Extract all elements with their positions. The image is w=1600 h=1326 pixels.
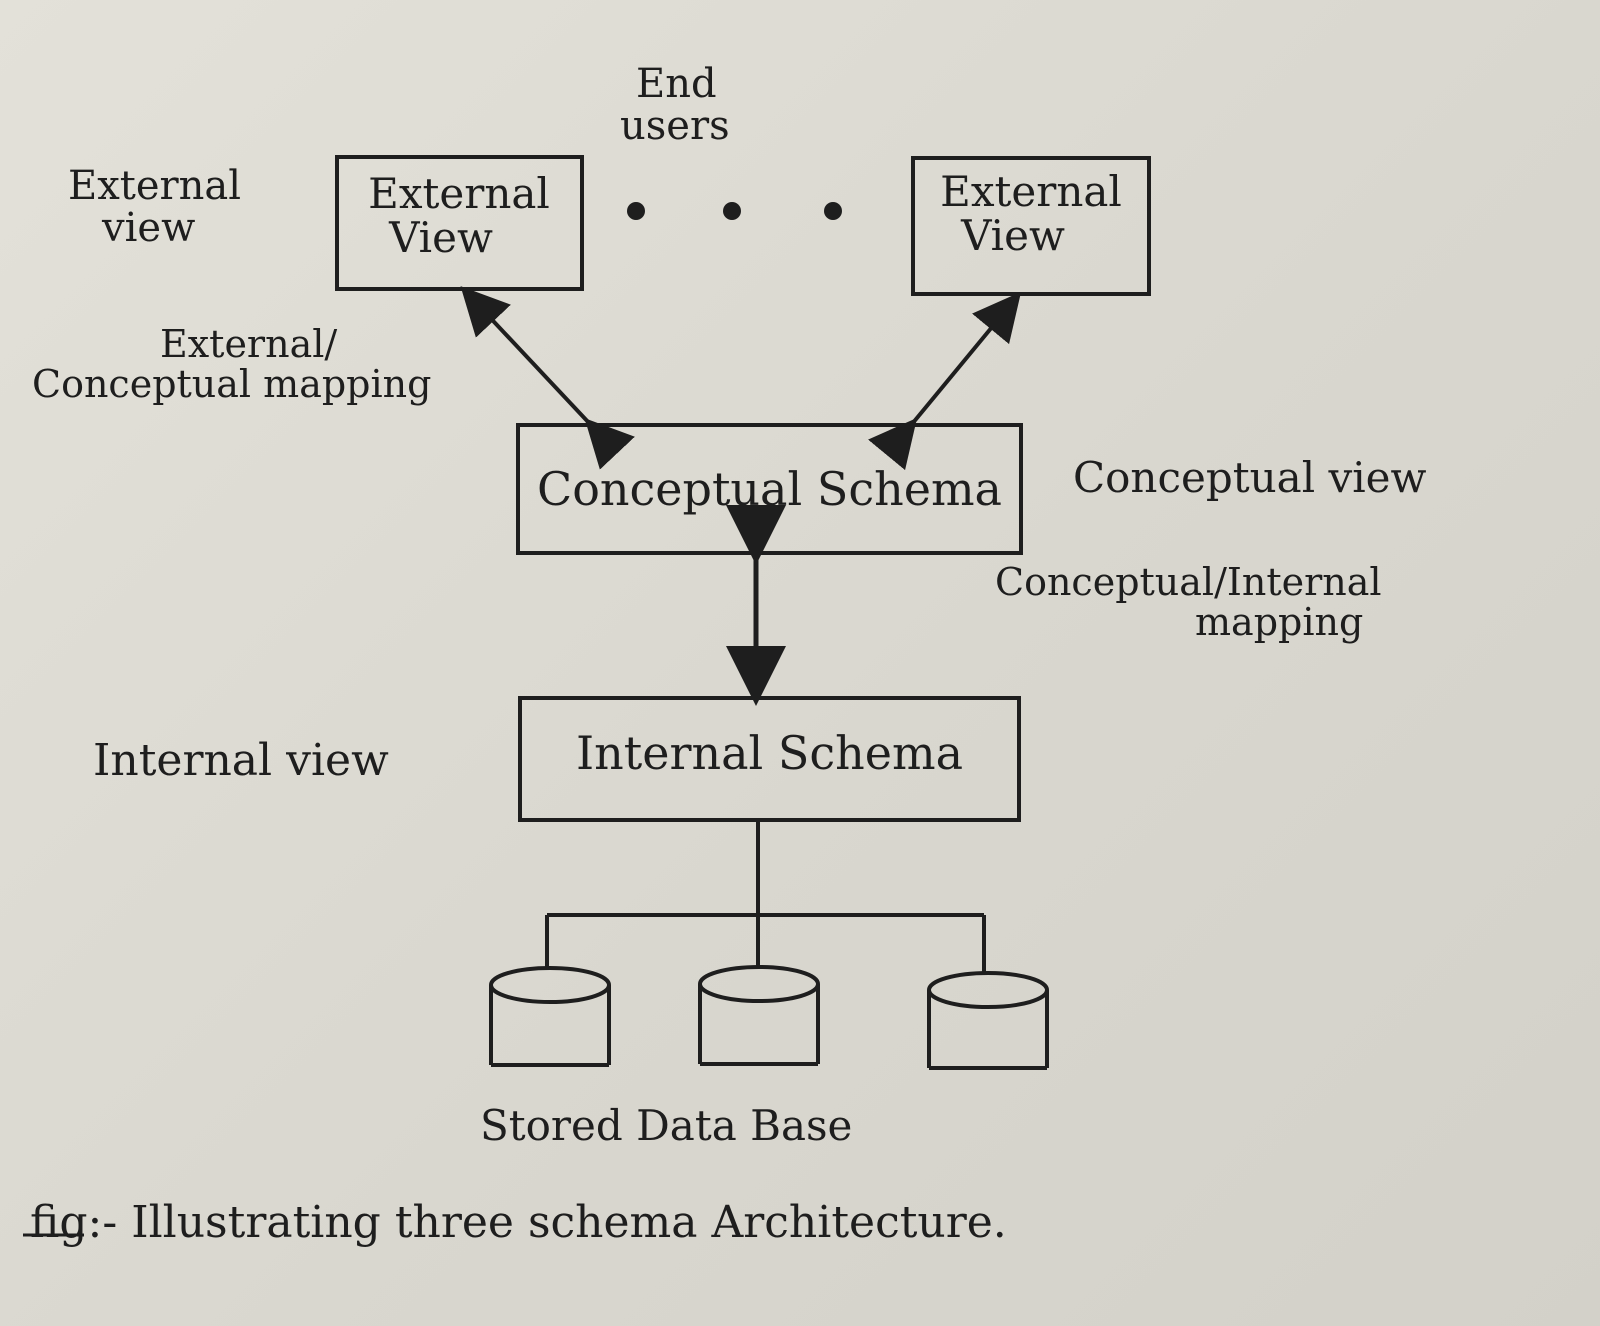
figure-caption: fig:- Illustrating three schema Architec… (30, 1197, 1007, 1248)
external-view-side-label: External view (68, 165, 241, 249)
external-view-side-line-1: External (68, 163, 242, 209)
database-cylinder-left (489, 966, 611, 1067)
external-view-box-left (335, 155, 584, 291)
ellipsis-dot-1 (627, 202, 645, 220)
external-conceptual-arrow-left (460, 286, 635, 470)
stored-database-label: Stored Data Base (480, 1101, 853, 1150)
conceptual-schema-label: Conceptual Schema (537, 462, 1002, 516)
external-view-box-right-line-2: View (961, 211, 1065, 261)
external-view-box-right (911, 156, 1151, 296)
conceptual-internal-mapping-label: Conceptual/Internal mapping (995, 560, 1382, 644)
database-cylinder-middle (698, 965, 820, 1066)
conceptual-internal-mapping-line-1: Conceptual/Internal (995, 560, 1382, 604)
external-conceptual-arrow-right (868, 291, 1022, 471)
external-view-side-line-2: view (102, 205, 196, 251)
external-view-box-right-label: External View (924, 167, 1138, 258)
database-cylinder-right (927, 971, 1049, 1070)
ellipsis-dot-2 (723, 202, 741, 220)
external-conceptual-mapping-line-2: Conceptual mapping (32, 361, 432, 406)
external-view-box-left-line-2: View (389, 213, 493, 263)
conceptual-internal-mapping-line-2: mapping (1195, 599, 1364, 644)
external-conceptual-mapping-line-1: External/ (160, 322, 338, 366)
ellipsis-dot-3 (824, 202, 842, 220)
external-view-box-right-line-1: External (940, 167, 1122, 216)
end-users-line-1: End (636, 61, 717, 107)
end-users-label: End users (620, 61, 730, 147)
internal-view-label: Internal view (93, 735, 389, 786)
conceptual-view-label: Conceptual view (1073, 453, 1427, 502)
external-conceptual-mapping-label: External/ Conceptual mapping (32, 322, 432, 406)
end-users-line-2: users (620, 103, 730, 149)
external-view-box-left-label: External View (352, 169, 566, 260)
internal-schema-label: Internal Schema (575, 726, 964, 780)
external-view-box-left-line-1: External (368, 169, 550, 218)
